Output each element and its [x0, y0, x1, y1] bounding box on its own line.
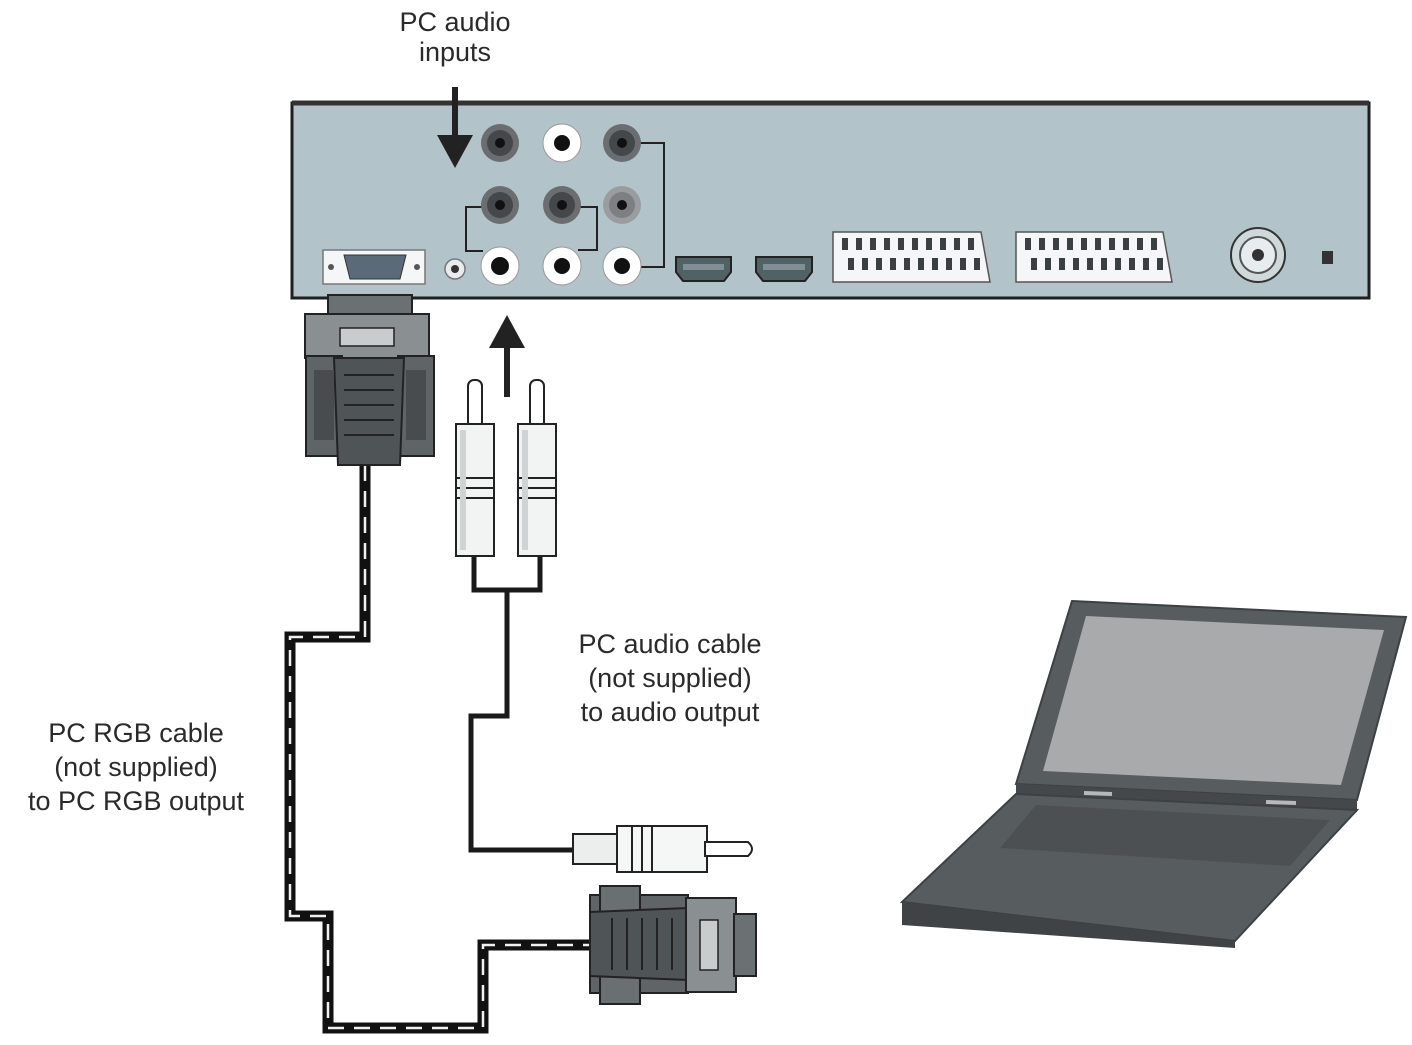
scart-pin [1123, 238, 1129, 250]
scart-pin [904, 258, 910, 270]
scart-pin [1059, 258, 1065, 270]
vga-socket-icon [322, 249, 426, 285]
scart-pin [842, 238, 848, 250]
pc-audio-cable-label: PC audio cable (not supplied) to audio o… [540, 627, 800, 729]
scart-pin [1053, 238, 1059, 250]
rca-link-lines [465, 142, 665, 268]
arrow-icon [489, 315, 525, 397]
scart-pin [926, 238, 932, 250]
scart-pin [1143, 258, 1149, 270]
scart-pin [876, 258, 882, 270]
pc-audio-cable [468, 555, 575, 853]
small-port-icon [1322, 251, 1333, 264]
scart-pin [1101, 258, 1107, 270]
hdmi-socket-icon [675, 256, 732, 282]
scart-pin [884, 238, 890, 250]
pc-audio-input-socket-icon [480, 246, 520, 286]
rca-socket-icon [602, 246, 642, 286]
scart-pin [1137, 238, 1143, 250]
scart-pin [1157, 258, 1163, 270]
scart-pin [946, 258, 952, 270]
scart-pin [932, 258, 938, 270]
headphone-jack-icon [444, 258, 466, 280]
scart-pin [1087, 258, 1093, 270]
label-line: PC audio cable [578, 629, 762, 659]
scart-pin [918, 258, 924, 270]
scart-pin [940, 238, 946, 250]
scart-pin [1081, 238, 1087, 250]
pc-rgb-cable [284, 465, 590, 1034]
rca-socket-icon [603, 186, 641, 224]
audio-jack-plug-icon [572, 825, 753, 873]
rca-socket-icon [542, 246, 582, 286]
label-line: to PC RGB output [27, 786, 245, 816]
rca-plug-icon [517, 379, 557, 557]
laptop-icon [899, 599, 1408, 948]
scart-socket-icon [1015, 231, 1173, 283]
scart-pin [848, 258, 854, 270]
rca-socket-icon [481, 124, 519, 162]
rca-sockets [480, 123, 642, 286]
rca-socket-icon [543, 186, 581, 224]
scart-pin [870, 238, 876, 250]
scart-pin [974, 258, 980, 270]
scart-pin [898, 238, 904, 250]
pc-audio-inputs-label: PC audio inputs [370, 7, 540, 67]
pc-rgb-cable-label: PC RGB cable (not supplied) to PC RGB ou… [4, 716, 268, 818]
vga-connector-icon [304, 294, 435, 466]
scart-pin [954, 238, 960, 250]
rca-socket-icon [603, 124, 641, 162]
scart-pin [862, 258, 868, 270]
label-line: PC audio [399, 7, 511, 37]
scart-pin [856, 238, 862, 250]
label-line: (not supplied) [588, 663, 752, 693]
scart-pin [1115, 258, 1121, 270]
scart-pin [1045, 258, 1051, 270]
arrow-icon [437, 87, 473, 168]
aerial-socket-icon [1230, 227, 1286, 283]
label-line: PC RGB cable [48, 718, 224, 748]
scart-pin [1067, 238, 1073, 250]
label-line: inputs [418, 37, 492, 67]
hdmi-socket-icon [755, 256, 813, 282]
scart-pin [1151, 238, 1157, 250]
scart-pin [890, 258, 896, 270]
rca-socket-icon [542, 123, 582, 163]
vga-connector-icon [589, 885, 757, 1005]
label-line: (not supplied) [54, 752, 218, 782]
label-line: to audio output [580, 697, 760, 727]
scart-pin [1109, 238, 1115, 250]
rca-plug-icon [455, 379, 495, 557]
scart-socket-icon [832, 231, 991, 283]
rca-socket-icon [481, 186, 519, 224]
scart-pin [1129, 258, 1135, 270]
scart-pin [968, 238, 974, 250]
scart-pin [1095, 238, 1101, 250]
scart-pin [1025, 238, 1031, 250]
scart-pin [1039, 238, 1045, 250]
scart-pin [912, 238, 918, 250]
scart-pin [960, 258, 966, 270]
scart-pin [1031, 258, 1037, 270]
scart-pin [1073, 258, 1079, 270]
